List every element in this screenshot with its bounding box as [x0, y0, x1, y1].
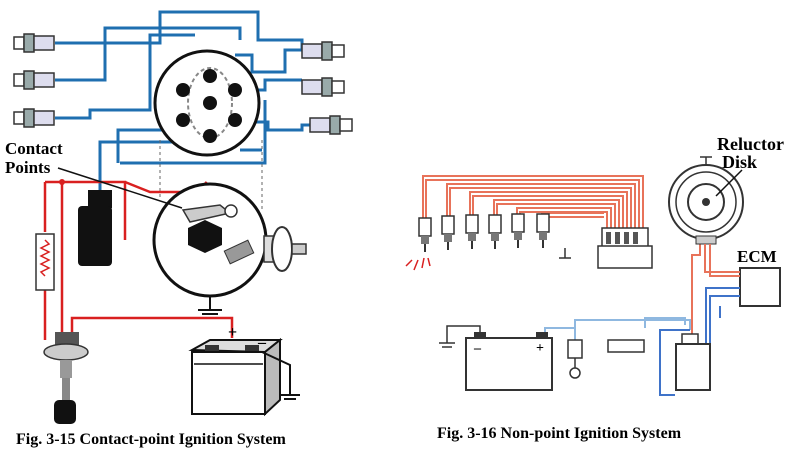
battery-negative-label: –: [473, 341, 482, 356]
contact-points-pointer: [57, 167, 183, 209]
ignition-switch: [567, 339, 583, 379]
reluctor-label-line2: Disk: [722, 152, 757, 172]
spark-plug-icon: [301, 77, 345, 97]
figure-caption-left: Fig. 3-15 Contact-point Ignition System: [16, 431, 286, 448]
contact-points-label-line2: Points: [5, 158, 51, 177]
spark-plug-row: [405, 213, 571, 271]
spark-icon: [405, 257, 431, 271]
junction-dot: [59, 179, 65, 185]
reluctor-assembly: [668, 156, 744, 245]
condenser-icon: [223, 239, 255, 265]
spark-plug-icon: [441, 215, 455, 250]
ignition-coil: [78, 190, 112, 266]
spark-plug-icon: [511, 213, 525, 248]
contact-points-label-line1: Contact: [5, 139, 63, 158]
battery-positive-label: +: [536, 341, 544, 356]
spark-plug-wires: [422, 175, 701, 335]
key-icon: [54, 400, 76, 424]
ecm-module: [739, 267, 781, 307]
figure-caption-right: Fig. 3-16 Non-point Ignition System: [437, 425, 682, 442]
ignition-module: [675, 333, 711, 391]
ignition-switch: [43, 332, 89, 424]
spark-plug-icon: [465, 214, 479, 249]
spark-plug-icon: [13, 33, 55, 53]
spark-plug-icon: [13, 70, 55, 90]
connector: [607, 339, 645, 353]
spark-plug-wires: [55, 10, 310, 195]
spark-plug-icon: [309, 115, 353, 135]
spark-plug-icon: [13, 108, 55, 128]
distributor-cap: [153, 49, 261, 157]
cam-lobe-icon: [188, 220, 222, 253]
battery: [188, 337, 283, 417]
battery: [465, 337, 553, 391]
reluctor-pointer: [715, 169, 743, 197]
ecm-label: ECM: [737, 247, 777, 266]
battery-negative-label: –: [257, 334, 267, 351]
contact-point-figure: + – Contact Points Fig. 3-15 Contact-poi…: [5, 10, 353, 448]
spark-plug-icon: [418, 217, 432, 252]
coil-pack: [597, 227, 653, 269]
spark-plug-icon: [536, 213, 550, 248]
non-point-figure: Reluctor Disk ECM: [405, 134, 784, 442]
spark-plug-icon: [488, 214, 502, 249]
battery-positive-label: +: [228, 324, 237, 341]
spark-plug-icon: [301, 41, 345, 61]
distributor-base: [152, 182, 268, 315]
reluctor-label-line1: Reluctor: [717, 134, 784, 154]
ballast-resistor: [35, 233, 55, 291]
vacuum-advance: [263, 226, 307, 272]
